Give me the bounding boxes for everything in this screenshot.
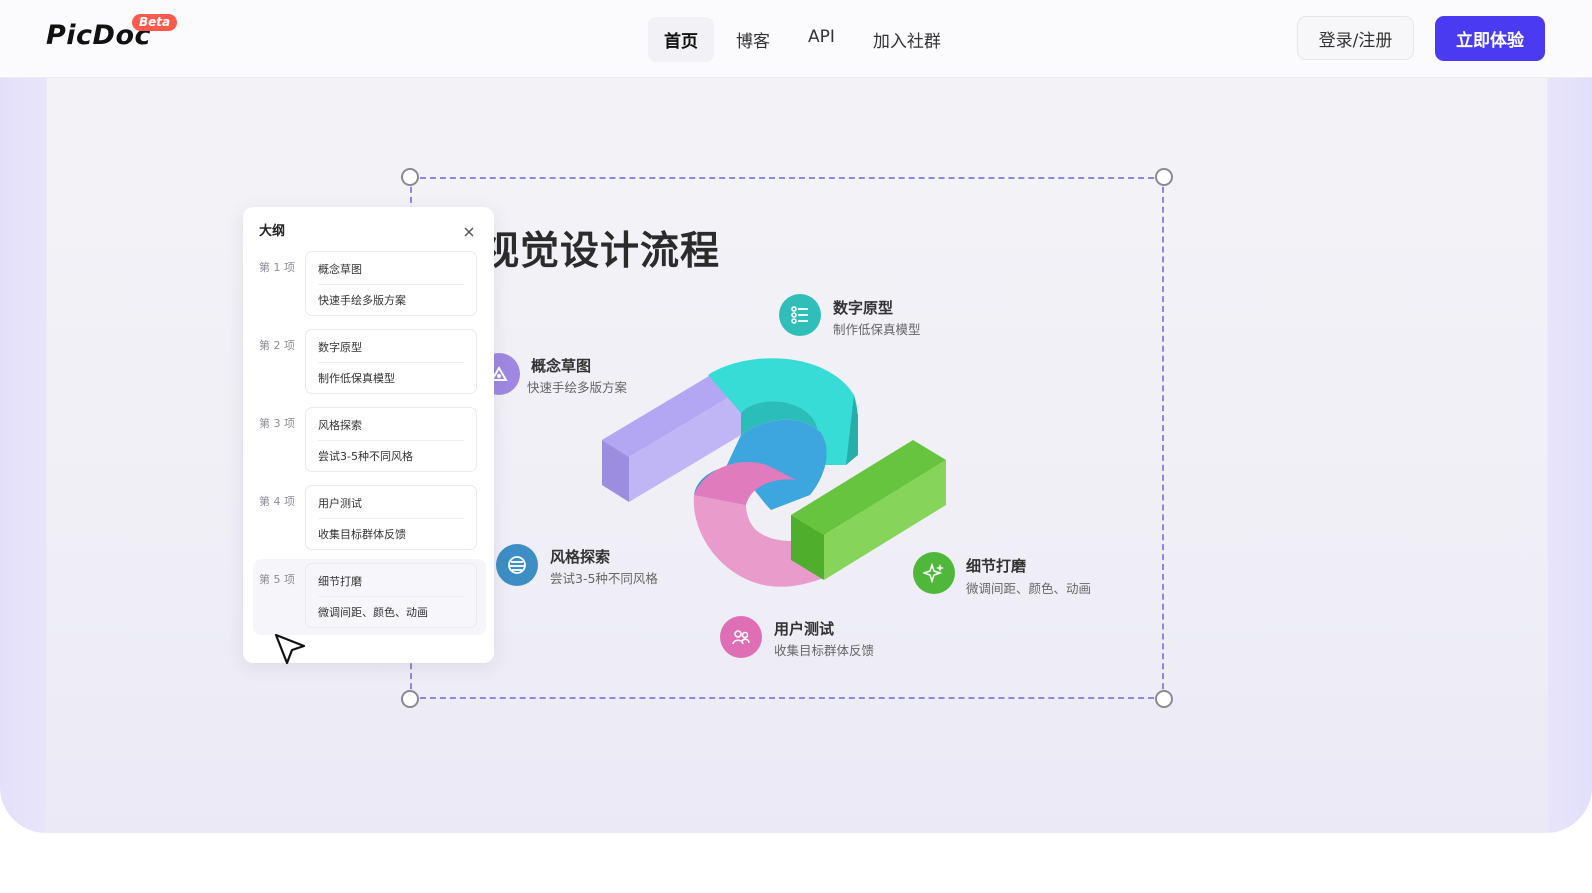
outline-item-4[interactable]: 第 4 项 用户测试 收集目标群体反馈 xyxy=(243,485,494,551)
outline-item-desc[interactable]: 收集目标群体反馈 xyxy=(318,528,406,541)
outline-item-card[interactable]: 数字原型 制作低保真模型 xyxy=(305,329,477,394)
outline-item-label: 第 2 项 xyxy=(259,339,295,352)
resize-handle-top-left[interactable] xyxy=(401,168,419,186)
step-desc: 收集目标群体反馈 xyxy=(774,643,875,658)
outline-item-label: 第 3 项 xyxy=(259,417,295,430)
try-now-button[interactable]: 立即体验 xyxy=(1435,16,1545,61)
step-desc: 快速手绘多版方案 xyxy=(527,380,628,395)
s-shape-illustration xyxy=(602,358,946,587)
picdoc-logo[interactable]: PicDoc Beta xyxy=(46,14,178,60)
outline-item-2[interactable]: 第 2 项 数字原型 制作低保真模型 xyxy=(243,329,494,395)
outline-item-title[interactable]: 用户测试 xyxy=(318,497,362,510)
divider xyxy=(318,518,464,519)
step-desc: 尝试3-5种不同风格 xyxy=(550,571,658,586)
beta-badge: Beta xyxy=(132,14,178,31)
outline-title: 大纲 xyxy=(259,224,286,239)
step-desc: 制作低保真模型 xyxy=(833,322,921,337)
outline-item-card[interactable]: 概念草图 快速手绘多版方案 xyxy=(305,251,477,316)
outline-item-5[interactable]: 第 5 项 细节打磨 微调间距、颜色、动画 xyxy=(253,559,486,635)
outline-item-desc[interactable]: 微调间距、颜色、动画 xyxy=(318,606,428,619)
divider xyxy=(318,596,464,597)
step-desc: 微调间距、颜色、动画 xyxy=(966,581,1092,596)
layers-icon xyxy=(496,544,538,586)
outline-item-3[interactable]: 第 3 项 风格探索 尝试3-5种不同风格 xyxy=(243,407,494,473)
nav-blog[interactable]: 博客 xyxy=(736,32,770,52)
page-footer-space xyxy=(0,833,1592,893)
resize-handle-bottom-right[interactable] xyxy=(1155,690,1173,708)
divider xyxy=(318,362,464,363)
top-header: PicDoc Beta 首页 博客 API 加入社群 登录/注册 立即体验 xyxy=(0,0,1592,78)
outline-item-title[interactable]: 数字原型 xyxy=(318,341,362,354)
divider xyxy=(318,284,464,285)
outline-item-title[interactable]: 概念草图 xyxy=(318,263,362,276)
outline-item-1[interactable]: 第 1 项 概念草图 快速手绘多版方案 xyxy=(243,251,494,317)
outline-item-label: 第 5 项 xyxy=(259,573,295,586)
sparkle-icon xyxy=(913,552,955,594)
resize-handle-top-right[interactable] xyxy=(1155,168,1173,186)
outline-item-label: 第 4 项 xyxy=(259,495,295,508)
outline-item-desc[interactable]: 尝试3-5种不同风格 xyxy=(318,450,413,463)
outline-item-desc[interactable]: 快速手绘多版方案 xyxy=(318,294,406,307)
canvas-title: 视觉设计流程 xyxy=(480,229,721,274)
login-register-button[interactable]: 登录/注册 xyxy=(1297,16,1414,60)
close-icon[interactable] xyxy=(462,225,476,239)
main-nav: 首页 博客 API 加入社群 xyxy=(648,17,957,62)
divider xyxy=(318,440,464,441)
list-icon xyxy=(779,294,821,336)
outline-panel: 大纲 第 1 项 概念草图 快速手绘多版方案 第 2 项 数字原型 制作低保真模… xyxy=(243,207,494,663)
outline-item-title[interactable]: 风格探索 xyxy=(318,419,362,432)
outline-item-card[interactable]: 细节打磨 微调间距、颜色、动画 xyxy=(305,563,477,628)
mouse-cursor-icon xyxy=(274,633,306,665)
outline-item-card[interactable]: 风格探索 尝试3-5种不同风格 xyxy=(305,407,477,472)
step-title: 数字原型 xyxy=(833,299,894,317)
nav-community[interactable]: 加入社群 xyxy=(872,32,941,52)
step-title: 概念草图 xyxy=(531,357,592,375)
outline-item-desc[interactable]: 制作低保真模型 xyxy=(318,372,395,385)
step-title: 用户测试 xyxy=(774,620,835,638)
outline-item-label: 第 1 项 xyxy=(259,261,295,274)
resize-handle-bottom-left[interactable] xyxy=(401,690,419,708)
step-title: 细节打磨 xyxy=(966,557,1027,575)
nav-api[interactable]: API xyxy=(808,27,835,47)
outline-item-card[interactable]: 用户测试 收集目标群体反馈 xyxy=(305,485,477,550)
nav-home[interactable]: 首页 xyxy=(648,17,714,62)
users-icon xyxy=(720,616,762,658)
outline-item-title[interactable]: 细节打磨 xyxy=(318,575,362,588)
step-title: 风格探索 xyxy=(550,548,611,566)
